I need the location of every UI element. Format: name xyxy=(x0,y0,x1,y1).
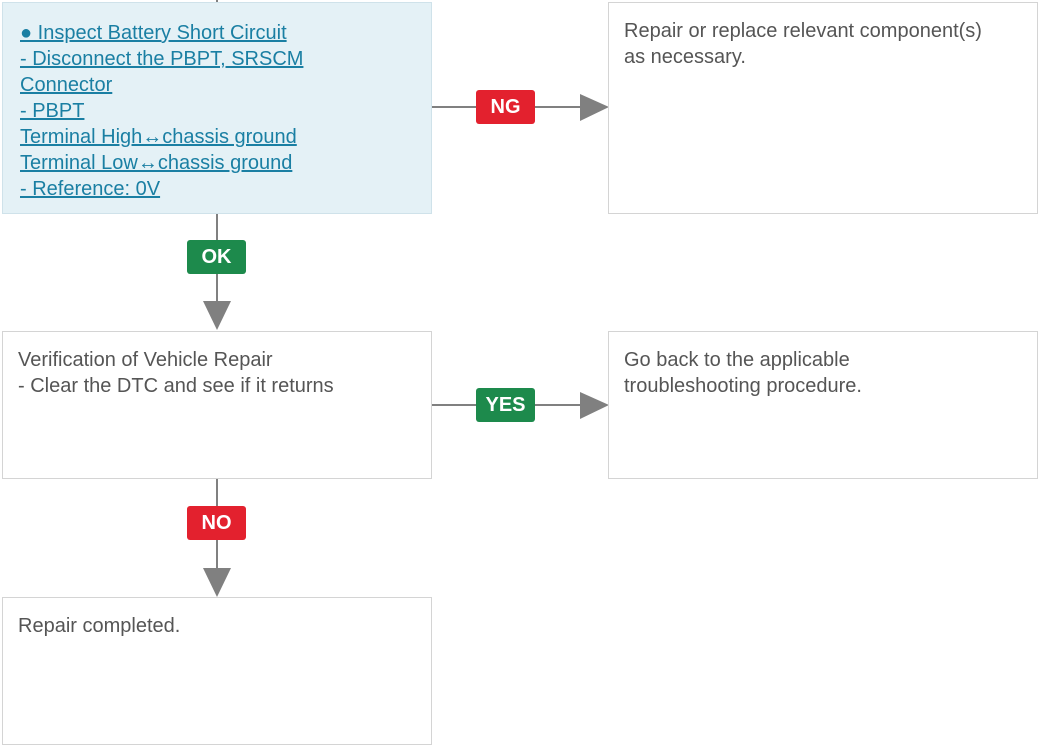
ng-arrowhead xyxy=(580,94,609,121)
completed-line-1: Repair completed. xyxy=(18,615,181,637)
verification-line-2: - Clear the DTC and see if it returns xyxy=(18,375,334,397)
repair-replace-line-2: as necessary. xyxy=(624,46,746,68)
go-back-line-2: troubleshooting procedure. xyxy=(624,375,862,397)
inspect-line-2[interactable]: - Disconnect the PBPT, SRSCM xyxy=(20,48,304,70)
no-arrowhead xyxy=(203,568,231,597)
verification-box: Verification of Vehicle Repair - Clear t… xyxy=(2,331,432,479)
yes-badge: YES xyxy=(476,388,535,422)
verification-line-1: Verification of Vehicle Repair xyxy=(18,349,273,371)
repair-or-replace-box: Repair or replace relevant component(s) … xyxy=(608,2,1038,214)
inspect-line-1[interactable]: ● Inspect Battery Short Circuit xyxy=(20,22,287,44)
inspect-line-3[interactable]: Connector xyxy=(20,74,113,96)
repair-replace-line-1: Repair or replace relevant component(s) xyxy=(624,20,982,42)
ok-badge: OK xyxy=(187,240,246,274)
inspect-line-5[interactable]: Terminal High↔chassis ground xyxy=(20,126,297,148)
yes-arrowhead xyxy=(580,392,609,419)
go-back-line-1: Go back to the applicable xyxy=(624,349,850,371)
inspect-line-7[interactable]: - Reference: 0V xyxy=(20,178,161,200)
ok-arrowhead xyxy=(203,301,231,330)
go-back-box: Go back to the applicable troubleshootin… xyxy=(608,331,1038,479)
inspect-line-4[interactable]: - PBPT xyxy=(20,100,85,122)
no-badge: NO xyxy=(187,506,246,540)
inspect-line-6[interactable]: Terminal Low↔chassis ground xyxy=(20,152,293,174)
ng-badge: NG xyxy=(476,90,535,124)
inspect-battery-short-circuit-box[interactable]: ● Inspect Battery Short Circuit - Discon… xyxy=(2,2,432,214)
repair-completed-box: Repair completed. xyxy=(2,597,432,745)
